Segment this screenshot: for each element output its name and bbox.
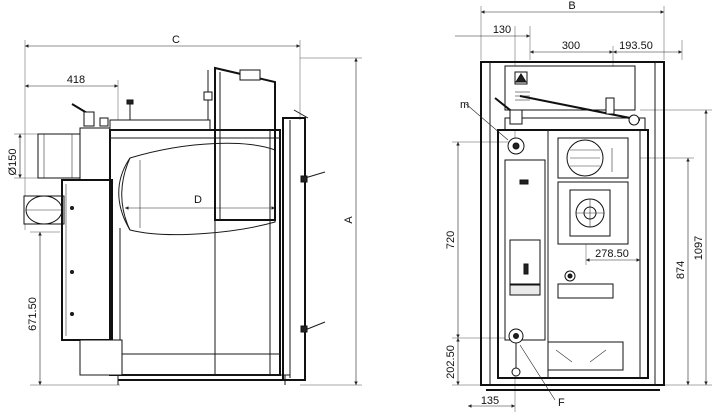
dimension-418: 418 (25, 74, 119, 120)
dimension-202: 202.50 (445, 338, 500, 386)
control-column (504, 159, 614, 341)
dimension-874: 874 (640, 157, 712, 386)
drum: D (118, 142, 276, 236)
front-door (282, 109, 326, 381)
warning-sign-icon (514, 71, 530, 101)
dimension-b: B (480, 0, 665, 60)
dim-278: 278.50 (595, 248, 629, 260)
dim-dia150: Ø150 (7, 149, 19, 176)
machine-frame (79, 119, 290, 385)
dimension-1097: 1097 (640, 109, 712, 385)
label-b: B (568, 0, 575, 12)
front-view: B 130 300 193.50 720 202.50 (445, 0, 712, 412)
dim-130: 130 (493, 24, 511, 36)
dim-1097: 1097 (693, 236, 705, 260)
drain-section: F (508, 328, 624, 409)
top-piping: m (460, 95, 641, 155)
label-a: A (343, 216, 355, 224)
label-c: C (172, 34, 180, 46)
dim-202: 202.50 (445, 345, 457, 379)
front-cabinet (480, 61, 665, 391)
dim-193: 193.50 (619, 40, 653, 52)
label-f: F (558, 397, 565, 409)
dim-874: 874 (675, 261, 687, 279)
dimension-a: A (300, 57, 362, 386)
inspection-window (557, 137, 629, 179)
dim-135: 135 (481, 395, 499, 407)
electric-cabinet (61, 179, 113, 341)
dim-720: 720 (445, 231, 457, 249)
dimension-671: 671.50 (27, 231, 120, 386)
dim-418: 418 (67, 74, 85, 86)
dim-300: 300 (562, 40, 580, 52)
label-d: D (194, 194, 202, 206)
drive-motor (23, 127, 111, 225)
side-view: C 418 Ø150 671.50 A (7, 34, 362, 386)
dimension-top-chain: 130 300 193.50 (455, 24, 683, 140)
door-panel (214, 66, 276, 221)
top-valves (71, 70, 213, 127)
dim-671: 671.50 (27, 297, 39, 331)
label-m: m (460, 99, 469, 111)
fan-flange (557, 181, 629, 245)
dimension-dia150: Ø150 (7, 133, 40, 179)
